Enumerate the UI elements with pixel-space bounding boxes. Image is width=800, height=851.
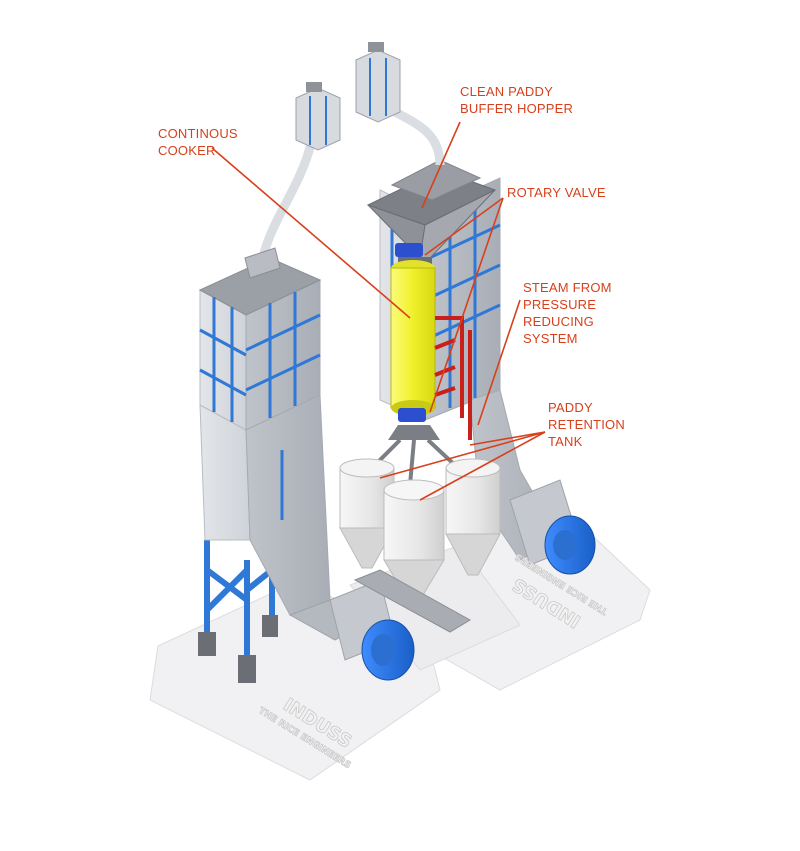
- footing: [262, 615, 278, 637]
- feed-duct-right: [392, 108, 445, 166]
- elevator-head-right: [355, 42, 401, 123]
- continuous-cooker: [390, 243, 472, 440]
- callout-buffer-hopper: CLEAN PADDY BUFFER HOPPER: [460, 84, 573, 116]
- callout-line: CLEAN PADDY: [460, 84, 553, 99]
- bucket-elevators: [244, 42, 445, 279]
- leader-retention-3: [419, 431, 546, 501]
- feed-duct-left: [257, 138, 317, 263]
- callout-line: RETENTION: [548, 417, 625, 432]
- callout-line: TANK: [548, 434, 583, 449]
- leader-rotary-valve-top: [424, 197, 504, 256]
- cooker-vessel: [390, 267, 436, 409]
- callout-line: BUFFER HOPPER: [460, 101, 573, 116]
- elevator-head-left: [295, 82, 341, 151]
- callout-rotary-valve: ROTARY VALVE: [507, 185, 606, 200]
- callout-retention-tank: PADDY RETENTION TANK: [548, 400, 625, 449]
- feed-cone-left: [244, 247, 281, 279]
- leader-retention-1: [379, 431, 546, 479]
- rotary-valve-bottom: [398, 408, 426, 422]
- blower-right: [509, 479, 596, 575]
- callout-line: STEAM FROM: [523, 280, 612, 295]
- footing: [198, 632, 216, 656]
- callout-line: PADDY: [548, 400, 593, 415]
- tower-roof: [198, 257, 322, 316]
- retention-tanks: [339, 458, 501, 633]
- leader-lines: [211, 121, 546, 501]
- callout-line: SYSTEM: [523, 331, 578, 346]
- leader-retention-2: [469, 431, 546, 446]
- rotary-valve-top: [395, 243, 423, 257]
- callout-line: CONTINOUS: [158, 126, 238, 141]
- callout-continuous-cooker: CONTINOUS COOKER: [158, 126, 238, 158]
- leader-rotary-valve-bottom: [429, 197, 504, 413]
- retention-tank: [383, 479, 445, 601]
- discharge-conveyor: [353, 569, 471, 633]
- leader-hopper: [421, 121, 461, 209]
- callout-steam: STEAM FROM PRESSURE REDUCING SYSTEM: [523, 280, 612, 346]
- callout-line: REDUCING: [523, 314, 594, 329]
- callout-line: PRESSURE: [523, 297, 596, 312]
- left-dryer-tower: [198, 257, 415, 683]
- leader-steam: [477, 299, 521, 426]
- callout-line: COOKER: [158, 143, 216, 158]
- leader-cooker: [211, 147, 411, 319]
- footing: [238, 655, 256, 683]
- blower-left: [329, 579, 415, 681]
- callout-line: ROTARY VALVE: [507, 185, 606, 200]
